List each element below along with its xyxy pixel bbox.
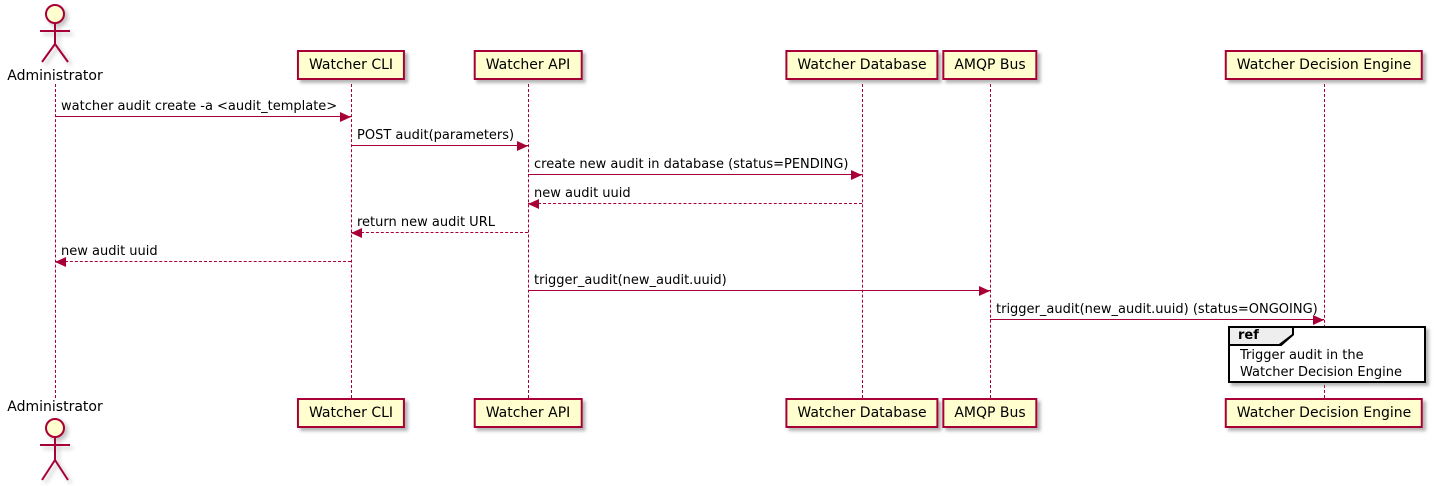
message-5: return new audit URL (351, 214, 528, 238)
message-5-label: return new audit URL (357, 215, 495, 230)
participant-amqp-bus-top: AMQP Bus (942, 50, 1038, 80)
participant-watcher-cli-top: Watcher CLI (296, 50, 406, 80)
lifeline-amqp-bus (990, 84, 991, 398)
arrowhead-left-icon (351, 228, 362, 238)
lifeline-watcher-cli (351, 84, 352, 398)
ref-header-pentagon: ref (1228, 326, 1294, 346)
ref-fragment: ref Trigger audit in the Watcher Decisio… (1228, 326, 1426, 383)
actor-icon-administrator-top (40, 4, 70, 63)
arrowhead-left-icon (528, 199, 539, 209)
arrowhead-left-icon (55, 257, 66, 267)
lifeline-watcher-api (528, 84, 529, 398)
message-2: POST audit(parameters) (351, 127, 528, 151)
message-1: watcher audit create -a <audit_template> (55, 98, 351, 122)
participant-watcher-database-top: Watcher Database (785, 50, 939, 80)
message-7: trigger_audit(new_audit.uuid) (528, 272, 990, 296)
ref-body: Trigger audit in the Watcher Decision En… (1240, 347, 1402, 381)
message-4: new audit uuid (528, 185, 862, 209)
arrowhead-right-icon (340, 112, 351, 122)
arrowhead-right-icon (979, 286, 990, 296)
message-6-line (55, 261, 351, 262)
message-1-line (55, 116, 351, 117)
lifeline-administrator (55, 84, 56, 398)
participant-watcher-decision-engine-bottom: Watcher Decision Engine (1224, 398, 1424, 428)
message-2-line (351, 145, 528, 146)
message-6-label: new audit uuid (61, 244, 158, 259)
lifeline-watcher-decision-engine (1324, 84, 1325, 398)
actor-label-administrator-top: Administrator (7, 68, 103, 84)
message-7-label: trigger_audit(new_audit.uuid) (534, 273, 727, 288)
message-2-label: POST audit(parameters) (357, 128, 515, 143)
message-1-label: watcher audit create -a <audit_template> (61, 99, 338, 114)
lifeline-watcher-database (862, 84, 863, 398)
participant-watcher-decision-engine-top: Watcher Decision Engine (1224, 50, 1424, 80)
actor-icon-administrator-bottom (40, 418, 70, 481)
actor-label-administrator-bottom: Administrator (7, 399, 103, 415)
arrowhead-right-icon (517, 141, 528, 151)
participant-watcher-database-bottom: Watcher Database (785, 398, 939, 428)
message-4-line (528, 203, 862, 204)
message-8: trigger_audit(new_audit.uuid) (status=ON… (990, 301, 1324, 325)
participant-watcher-api-bottom: Watcher API (473, 398, 583, 428)
participant-watcher-cli-bottom: Watcher CLI (296, 398, 406, 428)
arrowhead-right-icon (851, 170, 862, 180)
message-8-line (990, 319, 1324, 320)
message-7-line (528, 290, 990, 291)
ref-keyword: ref (1230, 328, 1292, 344)
participant-amqp-bus-bottom: AMQP Bus (942, 398, 1038, 428)
message-3-line (528, 174, 862, 175)
arrowhead-right-icon (1313, 315, 1324, 325)
message-3: create new audit in database (status=PEN… (528, 156, 862, 180)
message-8-label: trigger_audit(new_audit.uuid) (status=ON… (996, 302, 1318, 317)
ref-body-line-1: Trigger audit in the (1240, 348, 1364, 363)
message-4-label: new audit uuid (534, 186, 631, 201)
message-3-label: create new audit in database (status=PEN… (534, 157, 849, 172)
message-5-line (351, 232, 528, 233)
message-6: new audit uuid (55, 243, 351, 267)
ref-body-line-2: Watcher Decision Engine (1240, 365, 1402, 380)
participant-watcher-api-top: Watcher API (473, 50, 583, 80)
